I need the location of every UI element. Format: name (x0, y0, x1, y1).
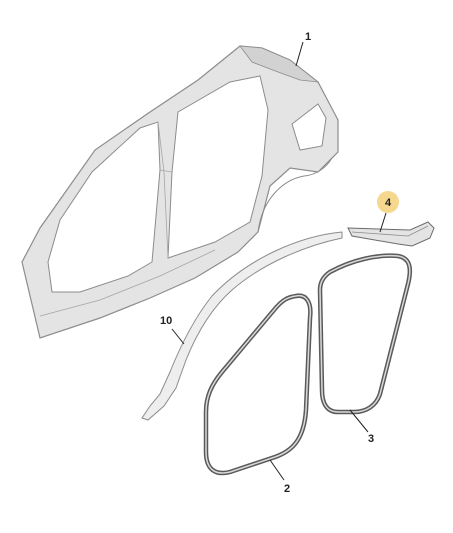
callout-3[interactable]: 3 (349, 409, 374, 445)
leader-line-4 (379, 212, 387, 233)
callout-4-highlight-circle (377, 191, 399, 213)
callout-2[interactable]: 2 (269, 459, 290, 495)
roof-rail-trim-detail (351, 225, 429, 237)
callout-label-2: 2 (284, 483, 290, 495)
sill-detail (39, 249, 216, 317)
callout-1[interactable]: 1 (295, 31, 311, 67)
rear-door-seal-outer (317, 253, 413, 415)
part-10-a-pillar-trim-strip[interactable] (141, 231, 343, 421)
callout-10[interactable]: 10 (160, 315, 185, 345)
pillar-detail (157, 121, 173, 259)
callout-label-4: 4 (385, 197, 392, 209)
leader-line-1 (295, 41, 304, 67)
wheel-arch (257, 157, 333, 233)
part-4-roof-rail-trim[interactable] (347, 221, 435, 247)
rear-door-seal-inner (319, 254, 411, 413)
roof-rail-trim-shape (347, 221, 435, 247)
leader-line-10 (171, 328, 185, 345)
rear-door-opening (167, 75, 269, 259)
callout-label-10: 10 (160, 315, 172, 327)
leader-line-3 (349, 409, 369, 433)
callout-label-3: 3 (368, 433, 374, 445)
callout-4[interactable]: 4 (377, 191, 399, 233)
leader-line-2 (269, 459, 285, 481)
callout-label-1: 1 (305, 31, 311, 43)
roof-edge-highlight (239, 45, 320, 83)
a-pillar-trim-shape (141, 231, 343, 421)
rear-quarter-window (291, 103, 327, 151)
part-1-body-side-panel[interactable] (21, 45, 339, 339)
part-3-rear-door-seal[interactable] (317, 253, 413, 415)
part-2-front-door-seal[interactable] (203, 293, 313, 476)
front-door-seal-outer (203, 293, 313, 476)
front-door-seal-inner (205, 294, 312, 474)
